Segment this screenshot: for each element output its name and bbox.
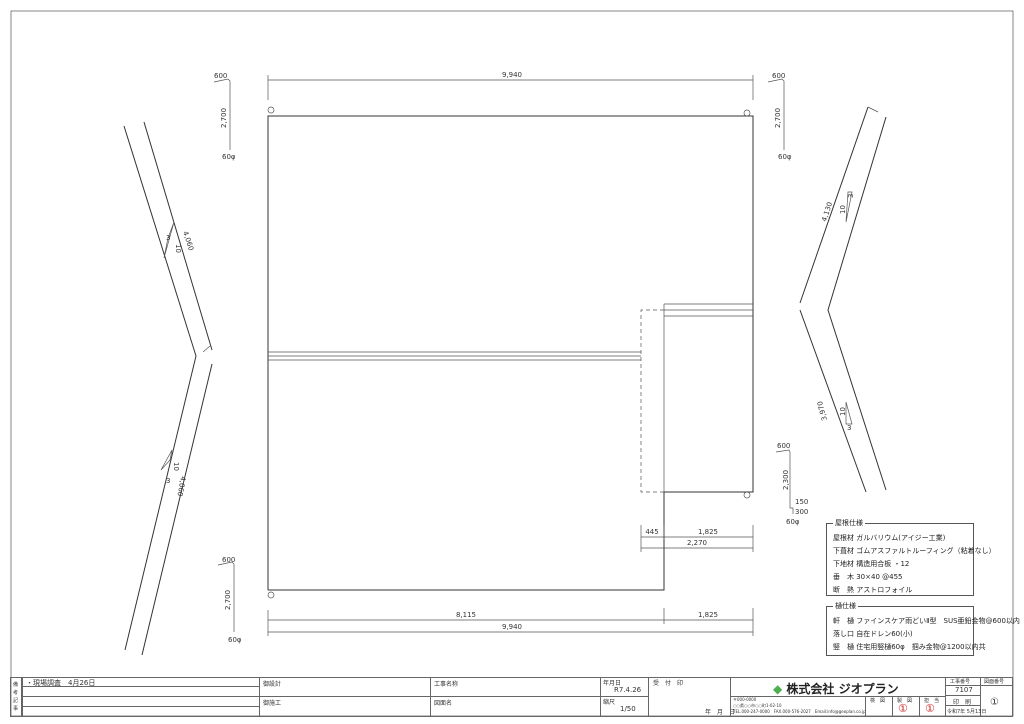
dim-bottom-right: 1,825 — [698, 611, 718, 619]
builder-label: 御施工 — [263, 700, 282, 707]
charge-label: 担 当 — [924, 698, 940, 704]
sheet-no-label: 図面番号 — [984, 679, 1005, 685]
downspout-detail-3: 600 2,700 60φ — [217, 556, 242, 644]
roof-outline — [267, 115, 754, 591]
svg-text:3: 3 — [166, 234, 170, 242]
scale-label: 縮尺 — [603, 699, 616, 706]
right-side-profile: 4,130 10 3 3,970 10 3 — [799, 106, 887, 493]
roof-spec-box: 屋根仕様 屋根材 ガルバリウム(アイジー工業) 下葺材 ゴムアスファルトルーフィ… — [826, 518, 996, 596]
svg-text:60φ: 60φ — [222, 153, 236, 161]
svg-text:2,300: 2,300 — [782, 470, 790, 490]
svg-text:60φ: 60φ — [228, 636, 242, 644]
dim-ext-left: 445 — [645, 528, 658, 536]
charge-stamp-icon: ① — [925, 702, 935, 715]
print-label: 印 刷 — [953, 699, 972, 706]
sheet-no: ① — [990, 697, 999, 708]
svg-text:60φ: 60φ — [778, 153, 792, 161]
gutter-spec-row: 軒 樋 ファインスケア雨どいⅡ型 SUS亜鉛金物@600以内 — [833, 617, 1020, 625]
address-line: 〒000-0000 — [733, 697, 757, 702]
gutter-spec-title: 樋仕様 — [833, 601, 858, 611]
roof-spec-row: 下葺材 ゴムアスファルトルーフィング（粘着なし） — [833, 547, 996, 555]
gutter-spec-box: 樋仕様 軒 樋 ファインスケア雨どいⅡ型 SUS亜鉛金物@600以内 落し口 自… — [826, 601, 1020, 656]
drawing-name-label: 図面名 — [434, 700, 453, 707]
dim-top-total: 9,940 — [502, 71, 522, 79]
svg-text:3: 3 — [166, 477, 170, 485]
svg-text:3,970: 3,970 — [816, 400, 829, 421]
svg-text:60φ: 60φ — [786, 518, 800, 526]
dim-ext-total: 2,270 — [687, 539, 707, 547]
left-side-profile: 4,060 10 3 4,060 10 3 — [123, 121, 213, 656]
svg-text:600: 600 — [214, 72, 227, 80]
svg-text:600: 600 — [772, 72, 785, 80]
gutter-spec-row: 竪 樋 住宅用竪樋60φ 掴み金物@1200以内共 — [833, 643, 986, 651]
print-date: 令和7年 5月13日 — [947, 709, 987, 715]
roof-spec-row: 屋根材 ガルバリウム(アイジー工業) — [833, 534, 946, 542]
job-no-label: 工事番号 — [950, 679, 971, 685]
downspout-markers — [267, 106, 751, 599]
svg-text:4,060: 4,060 — [176, 476, 187, 497]
roof-spec-row: 下地材 構造用合板 ・12 — [833, 560, 910, 568]
downspout-detail-2: 600 2,700 60φ — [767, 72, 792, 161]
stamp-label: 受 付 印 — [653, 680, 684, 687]
address-line: ○○県○○市○○町1-02-10 — [733, 703, 782, 708]
svg-text:3: 3 — [847, 424, 851, 432]
roof-spec-title: 屋根仕様 — [833, 518, 865, 528]
draft-label: 製 図 — [897, 698, 913, 704]
address-line: TEL.000-247-0000 FAX.000-576-2027 Email:… — [733, 709, 866, 714]
downspout-detail-4: 600 2,300 150 300 60φ — [775, 442, 808, 526]
date-value: R7.4.26 — [614, 686, 642, 694]
stamp-date: 年 月 日 — [705, 709, 736, 716]
dim-bottom-left: 8,115 — [456, 611, 476, 619]
side-label: 備考記事 — [13, 682, 19, 712]
design-label: 御設計 — [263, 681, 282, 688]
logo-icon: ◆ — [773, 682, 783, 696]
note-1: ・現場調査 4月26日 — [26, 679, 96, 687]
company-name: ◆ 株式会社 ジオプラン — [773, 680, 899, 697]
svg-text:150: 150 — [795, 498, 808, 506]
draft-stamp-icon: ① — [898, 702, 908, 715]
svg-text:300: 300 — [795, 508, 808, 516]
check-label: 検 図 — [870, 698, 886, 704]
svg-text:2,700: 2,700 — [220, 108, 228, 128]
gutter-spec-row: 落し口 自在ドレン60(小) — [833, 630, 913, 638]
date-label: 年月日 — [603, 680, 622, 687]
dim-ext-right: 1,825 — [698, 528, 718, 536]
dim-bottom-total: 9,940 — [502, 623, 522, 631]
svg-text:10: 10 — [172, 462, 180, 471]
company-name-text: 株式会社 ジオプラン — [786, 682, 899, 696]
roof-spec-row: 断 熱 アストロフォイル — [833, 586, 913, 594]
job-no: 7107 — [955, 686, 973, 694]
downspout-detail-1: 600 2,700 60φ — [213, 72, 236, 161]
svg-text:10: 10 — [174, 244, 182, 253]
svg-text:3: 3 — [847, 194, 855, 198]
svg-text:10: 10 — [839, 205, 847, 214]
svg-text:4,060: 4,060 — [181, 230, 195, 252]
dimension-lines — [267, 75, 754, 636]
scale-value: 1/50 — [620, 705, 636, 713]
svg-text:600: 600 — [777, 442, 790, 450]
svg-text:600: 600 — [222, 556, 235, 564]
svg-text:2,700: 2,700 — [774, 108, 782, 128]
project-label: 工事名称 — [434, 681, 459, 688]
roof-spec-row: 垂 木 30×40 @455 — [833, 573, 903, 581]
svg-text:2,700: 2,700 — [224, 590, 232, 610]
svg-text:10: 10 — [839, 407, 847, 416]
